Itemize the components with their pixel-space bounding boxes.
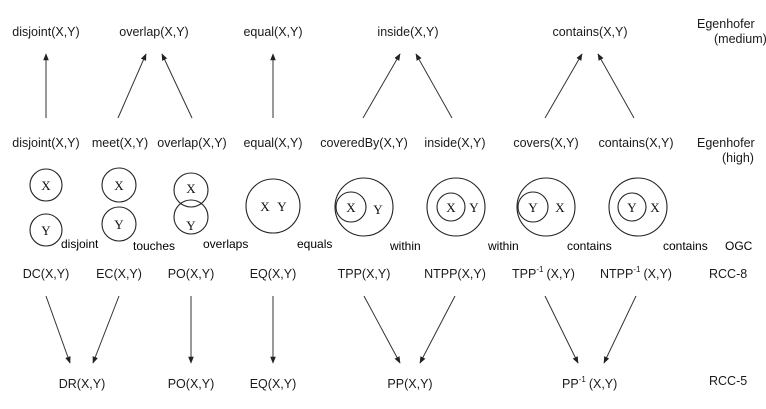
sketch-coveredby: X Y — [334, 177, 394, 237]
region-x-label: X — [260, 199, 270, 214]
rcc8-ntpp-inverse-sup: -1 — [633, 265, 641, 274]
region-x-label: X — [555, 200, 565, 215]
egenhofer-medium-inside: inside(X,Y) — [377, 25, 438, 39]
ogc-within-2: within — [487, 239, 519, 253]
ogc-equals: equals — [297, 237, 332, 251]
rcc8-tpp-inverse-sup: -1 — [536, 265, 544, 274]
sketch-contains: Y X — [608, 177, 668, 237]
ogc-within-1: within — [389, 239, 421, 253]
region-x-label: X — [446, 200, 456, 215]
sketch-inside: X Y — [426, 177, 486, 237]
egenhofer-high-meet: meet(X,Y) — [92, 136, 148, 150]
arrow-ntpp-down — [419, 295, 456, 364]
rcc5-pp: PP(X,Y) — [387, 377, 432, 391]
region-y-label: Y — [114, 217, 124, 232]
ogc-disjoint: disjoint — [61, 237, 99, 251]
region-sketches: X Y X Y X Y X Y X Y — [29, 167, 668, 247]
arrow-ec-down — [92, 295, 120, 364]
egenhofer-medium-overlap: overlap(X,Y) — [119, 25, 188, 39]
rcc5-row: DR(X,Y) PO(X,Y) EQ(X,Y) PP(X,Y) PP-1(X,Y… — [59, 374, 748, 391]
rcc8-title: RCC-8 — [709, 267, 747, 281]
egenhofer-high-contains: contains(X,Y) — [598, 136, 673, 150]
sketch-overlap: X Y — [173, 172, 209, 235]
rcc8-ntpp-inverse-tail: (X,Y) — [643, 267, 671, 281]
egenhofer-high-subtitle: (high) — [722, 151, 754, 165]
region-y-label: Y — [186, 218, 196, 233]
rcc5-pp-inverse-base: PP — [562, 377, 579, 391]
arrow-covers-up — [544, 53, 583, 119]
egenhofer-high-row: disjoint(X,Y) meet(X,Y) overlap(X,Y) equ… — [12, 136, 754, 165]
sketch-covers: Y X — [516, 177, 576, 237]
egenhofer-high-disjoint: disjoint(X,Y) — [12, 136, 79, 150]
ogc-overlaps: overlaps — [203, 237, 248, 251]
ogc-title: OGC — [725, 239, 753, 253]
egenhofer-high-coveredby: coveredBy(X,Y) — [320, 136, 408, 150]
rcc8-tpp-inverse-base: TPP — [512, 267, 536, 281]
egenhofer-medium-contains: contains(X,Y) — [552, 25, 627, 39]
rcc5-pp-inverse: PP-1(X,Y) — [562, 375, 617, 391]
region-x-label: X — [186, 181, 196, 196]
region-y-label: Y — [41, 223, 51, 238]
egenhofer-high-equal: equal(X,Y) — [243, 136, 302, 150]
sketch-meet: X Y — [101, 167, 137, 242]
rcc5-pp-inverse-sup: -1 — [579, 375, 587, 384]
rcc5-eq: EQ(X,Y) — [250, 377, 297, 391]
rcc5-dr: DR(X,Y) — [59, 377, 106, 391]
egenhofer-medium-title: Egenhofer — [697, 17, 755, 31]
region-y-label: Y — [528, 200, 538, 215]
rcc8-tpp-inverse: TPP-1(X,Y) — [512, 265, 575, 281]
ogc-row: disjoint touches overlaps equals within … — [61, 237, 753, 253]
arrow-ntpp-inverse-down — [603, 295, 637, 364]
egenhofer-medium-equal: equal(X,Y) — [243, 25, 302, 39]
ogc-contains-1: contains — [567, 239, 612, 253]
ogc-touches: touches — [133, 239, 175, 253]
rcc8-ntpp-inverse: NTPP-1(X,Y) — [600, 265, 672, 281]
arrows-rcc8-to-rcc5 — [45, 295, 637, 364]
arrow-dc-down — [45, 295, 71, 364]
egenhofer-medium-row: disjoint(X,Y) overlap(X,Y) equal(X,Y) in… — [12, 17, 766, 46]
ogc-contains-2: contains — [663, 239, 708, 253]
rcc8-ntpp-inverse-base: NTPP — [600, 267, 633, 281]
rcc8-eq: EQ(X,Y) — [250, 267, 297, 281]
arrow-coveredby-up — [362, 53, 401, 119]
egenhofer-high-title: Egenhofer — [697, 136, 755, 150]
arrow-tpp-down — [363, 295, 401, 364]
rcc8-tpp: TPP(X,Y) — [338, 267, 391, 281]
arrow-meet-up — [117, 53, 147, 119]
rcc8-ec: EC(X,Y) — [96, 267, 142, 281]
region-y-label: Y — [277, 199, 287, 214]
egenhofer-medium-subtitle: (medium) — [714, 32, 766, 46]
arrow-inside-up — [415, 53, 453, 119]
arrows-high-to-medium — [43, 53, 635, 119]
arrow-overlap-up — [161, 53, 193, 119]
region-y-label: Y — [627, 200, 637, 215]
sketch-equal: X Y — [245, 178, 301, 234]
egenhofer-high-overlap: overlap(X,Y) — [157, 136, 226, 150]
rcc8-tpp-inverse-tail: (X,Y) — [546, 267, 574, 281]
rcc5-po: PO(X,Y) — [168, 377, 215, 391]
region-x-label: X — [114, 178, 124, 193]
region-x-label: X — [41, 178, 51, 193]
region-x-label: X — [650, 200, 660, 215]
rcc8-row: DC(X,Y) EC(X,Y) PO(X,Y) EQ(X,Y) TPP(X,Y)… — [23, 265, 748, 281]
rcc5-title: RCC-5 — [709, 374, 747, 388]
egenhofer-high-inside: inside(X,Y) — [424, 136, 485, 150]
arrow-contains-up — [597, 53, 635, 119]
rcc5-pp-inverse-tail: (X,Y) — [589, 377, 617, 391]
egenhofer-high-covers: covers(X,Y) — [513, 136, 578, 150]
rcc8-ntpp: NTPP(X,Y) — [424, 267, 486, 281]
egenhofer-medium-disjoint: disjoint(X,Y) — [12, 25, 79, 39]
arrow-tpp-inverse-down — [544, 295, 579, 364]
rcc8-po: PO(X,Y) — [168, 267, 215, 281]
region-y-label: Y — [469, 200, 479, 215]
rcc8-dc: DC(X,Y) — [23, 267, 70, 281]
region-y-label: Y — [373, 202, 383, 217]
region-x-label: X — [346, 200, 356, 215]
sketch-disjoint: X Y — [29, 168, 63, 247]
